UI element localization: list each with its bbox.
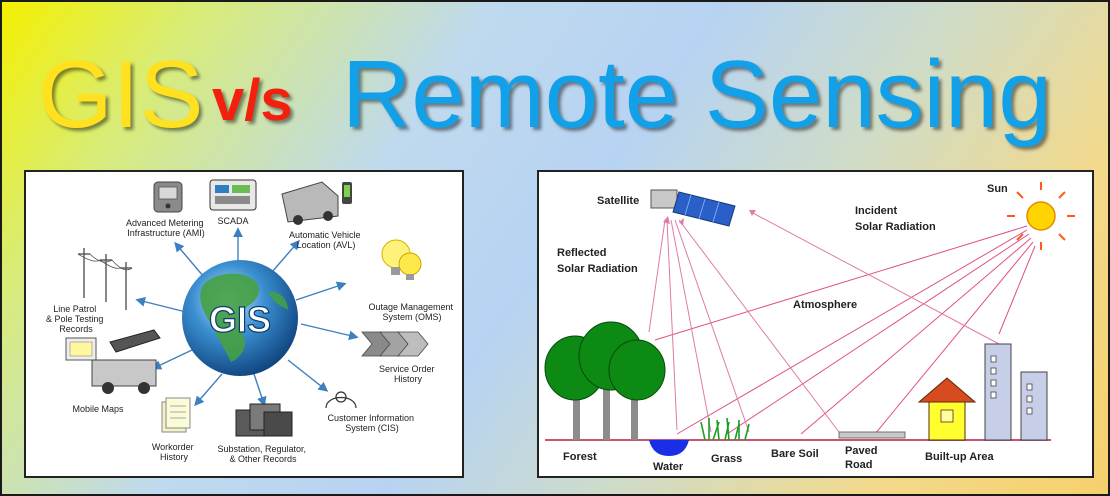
customer-icon [325, 391, 357, 409]
label-incident: Incident Solar Radiation [855, 205, 936, 233]
utility-poles-icon [77, 248, 133, 310]
sun-icon [1007, 182, 1075, 250]
label-water: Water [653, 461, 684, 473]
title-remote-sensing: Remote Sensing [342, 41, 1052, 148]
lightbulb-icon [381, 239, 422, 280]
label-reflected: Reflected Solar Radiation [557, 247, 638, 275]
title-vs: v/s [212, 68, 293, 133]
reflected-rays [648, 211, 1000, 433]
buildings-icon [984, 343, 1048, 441]
satellite-icon [650, 189, 736, 227]
label-line-patrol: Line Patrol & Pole Testing Records [46, 304, 106, 334]
folders-icon [235, 403, 293, 437]
label-avl: Automatic Vehicle Location (AVL) [289, 230, 363, 250]
scada-icon [209, 179, 257, 211]
label-ami: Advanced Metering Infrastructure (AMI) [126, 218, 206, 238]
forest-icon [544, 321, 666, 440]
workorder-icon [161, 397, 191, 433]
label-bare-soil: Bare Soil [771, 448, 819, 460]
grass-icon [700, 417, 750, 441]
label-atmosphere: Atmosphere [793, 299, 857, 311]
label-builtup-area: Built-up Area [925, 451, 995, 463]
meter-icon [153, 181, 183, 213]
remote-sensing-diagram: Satellite Sun Incident Solar Radi [544, 182, 1075, 473]
label-forest: Forest [563, 451, 597, 463]
label-mobile-maps: Mobile Maps [72, 404, 124, 414]
label-paved-road: Paved Road [845, 445, 880, 471]
label-cis: Customer Information System (CIS) [327, 413, 416, 433]
globe-label: GIS [209, 299, 271, 340]
label-substation: Substation, Regulator, & Other Records [217, 444, 308, 464]
title-gis: GIS [38, 41, 204, 148]
gis-diagram: GIS Advanced Metering Infrastructure (AM… [46, 179, 455, 464]
remote-sensing-diagram-panel: Satellite Sun Incident Solar Radi [537, 170, 1094, 478]
house-icon [917, 377, 977, 441]
label-oms: Outage Management System (OMS) [368, 302, 455, 322]
globe-icon: GIS [182, 260, 298, 376]
label-sun: Sun [987, 183, 1008, 195]
label-scada: SCADA [217, 216, 248, 226]
gis-diagram-panel: GIS Advanced Metering Infrastructure (AM… [24, 170, 464, 478]
label-satellite: Satellite [597, 195, 639, 207]
reflected-arrowheads [663, 210, 756, 226]
incident-rays [654, 225, 1036, 435]
label-service-order: Service Order History [379, 364, 437, 384]
paved-road-icon [838, 431, 906, 439]
mobile-truck-icon [65, 329, 161, 394]
water-icon [649, 440, 689, 456]
gis-arrows [135, 227, 359, 407]
label-grass: Grass [711, 453, 742, 465]
service-order-icon [361, 331, 429, 357]
label-workorder: Workorder History [152, 442, 196, 462]
vehicle-icon [281, 181, 352, 225]
